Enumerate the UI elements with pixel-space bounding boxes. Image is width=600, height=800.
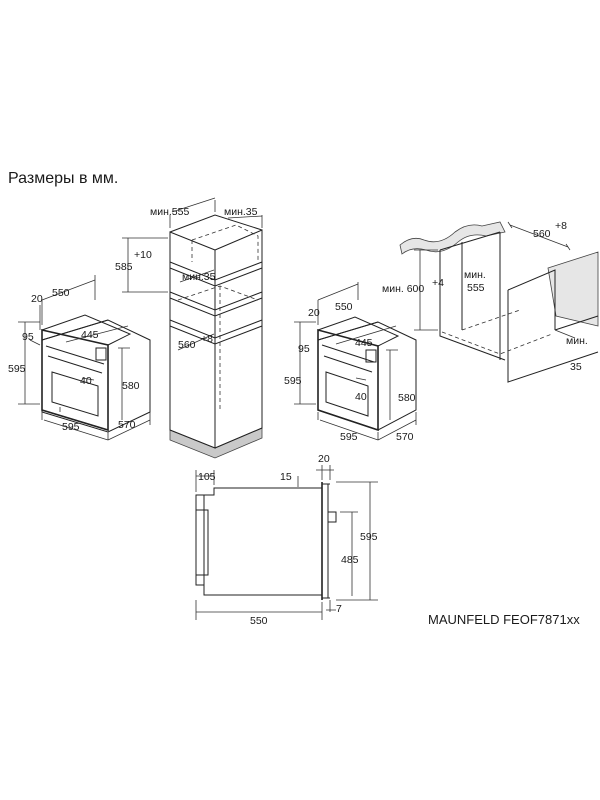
cabinet-back-min-label: мин.35: [182, 271, 216, 283]
cabinet-niche-width-tolerance-label: +8: [201, 333, 213, 345]
under-oven-side-label: 570: [396, 431, 414, 443]
side-height-label: 595: [360, 531, 378, 543]
oven-top-gap-label: 95: [22, 331, 34, 343]
niche-width-tolerance-label: +8: [555, 220, 567, 232]
under-oven-width-label: 595: [340, 431, 358, 443]
niche-back-min-label-1: мин.: [566, 335, 588, 347]
under-oven-top-gap-label: 95: [298, 343, 310, 355]
oven-depth-label: 550: [52, 287, 70, 299]
under-oven-height-label: 595: [284, 375, 302, 387]
cabinet-depth-min-label: мин.555: [150, 206, 189, 218]
niche-depth-min-label-1: мин.: [464, 269, 486, 281]
oven-side-label: 570: [118, 419, 136, 431]
drawing-heading: Размеры в мм.: [8, 170, 119, 187]
side-top-label: 15: [280, 471, 292, 483]
under-oven-depth-label: 550: [335, 301, 353, 313]
oven-handle-label: 40: [80, 375, 92, 387]
cabinet-side-min-label: мин.35: [224, 206, 258, 218]
niche-depth-min-label-2: 555: [467, 282, 485, 294]
tall-cabinet: [122, 197, 263, 459]
niche-height-tolerance-label: +4: [432, 277, 444, 289]
oven-front-label: 20: [31, 293, 43, 305]
side-panel-label: 20: [318, 453, 330, 465]
oven-under-view: [294, 282, 417, 441]
cabinet-niche-height-label: 585: [115, 261, 133, 273]
cabinet-niche-tolerance-label: +10: [134, 249, 152, 261]
model-name: MAUNFELD FEOF7871xx: [428, 612, 580, 627]
under-oven-front-label: 20: [308, 307, 320, 319]
niche-width-label: 560: [533, 228, 551, 240]
side-depth-label: 550: [250, 615, 268, 627]
oven-inner-height-label: 580: [122, 380, 140, 392]
cabinet-niche-width-label: 560: [178, 339, 196, 351]
side-rear-label: 105: [198, 471, 216, 483]
oven-front-view: [18, 275, 151, 441]
niche-back-min-label-2: 35: [570, 361, 582, 373]
under-oven-inner-width-label: 445: [355, 337, 373, 349]
under-oven-inner-height-label: 580: [398, 392, 416, 404]
side-inner-label: 485: [341, 554, 359, 566]
under-oven-handle-label: 40: [355, 391, 367, 403]
oven-width-label: 595: [62, 421, 80, 433]
oven-inner-width-label: 445: [81, 329, 99, 341]
side-view: [195, 465, 378, 620]
oven-height-label: 595: [8, 363, 26, 375]
niche-height-min-label: мин. 600: [382, 283, 424, 295]
undercounter-niche: [399, 221, 599, 383]
side-bottom-label: 7: [336, 603, 342, 615]
